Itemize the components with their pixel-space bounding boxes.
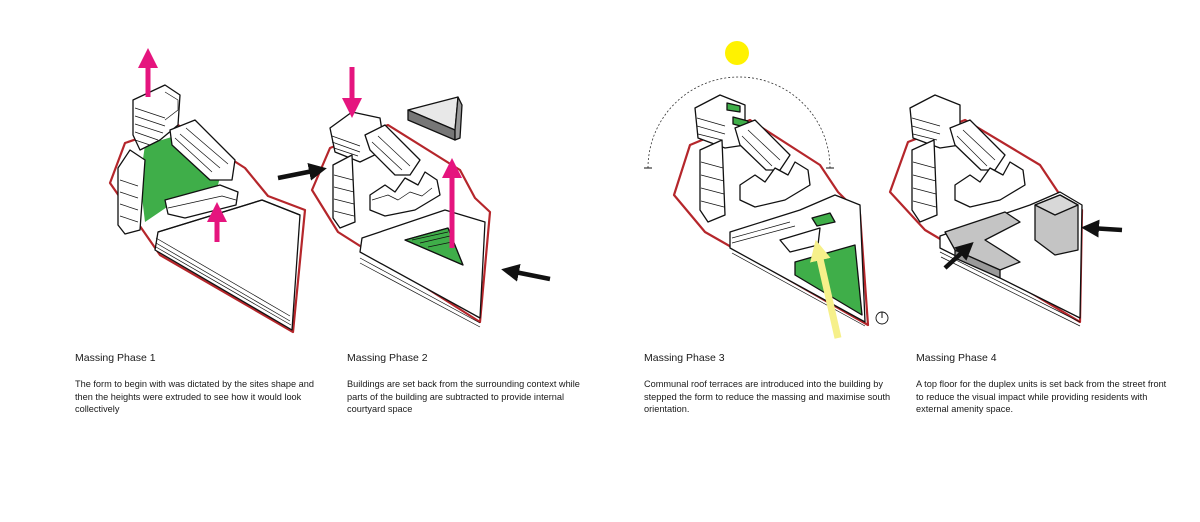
phase-description: Communal roof terraces are introduced in… [644,379,891,415]
roof-terrace [726,102,741,113]
sun-ray-arrow [810,239,842,339]
sun-icon [725,41,749,65]
setback-arrow [277,162,327,181]
stepped-cluster [369,171,441,217]
phase-title: Massing Phase 1 [75,352,156,364]
phase-2-massing [277,67,551,328]
phase-1-caption: Massing Phase 1 The form to begin with w… [75,352,330,416]
roof-terrace [811,212,836,227]
phase-4-caption: Massing Phase 4 A top floor for the dupl… [916,352,1171,416]
stepped-cluster [739,161,811,208]
tower [132,84,181,151]
stepped-block [911,139,938,223]
phase-title: Massing Phase 4 [916,352,997,364]
phase-description: A top floor for the duplex units is set … [916,379,1167,415]
left-block [117,149,146,235]
wing [734,119,791,171]
tower [909,94,961,149]
courtyard-block [359,209,486,319]
phase-title: Massing Phase 2 [347,352,428,364]
stepped-block [699,139,726,223]
phase-3-massing [644,41,889,339]
wing [949,119,1006,171]
phase-title: Massing Phase 3 [644,352,725,364]
phase-description: The form to begin with was dictated by t… [75,379,315,415]
north-arrow-icon [875,311,889,325]
setback-arrow [501,263,551,282]
phase-2-caption: Massing Phase 2 Buildings are set back f… [347,352,602,416]
phase-description: Buildings are set back from the surround… [347,379,580,415]
phase-1-massing [108,48,307,334]
wing [169,119,236,181]
stepped-cluster [954,161,1026,208]
bar [164,184,239,219]
setback-arrow [943,241,974,270]
massing-diagram [108,41,1123,339]
stepped-block [332,154,356,229]
phase-3-caption: Massing Phase 3 Communal roof terraces a… [644,352,899,416]
setback-arrow [1081,219,1123,238]
phase-4-massing [888,94,1123,327]
